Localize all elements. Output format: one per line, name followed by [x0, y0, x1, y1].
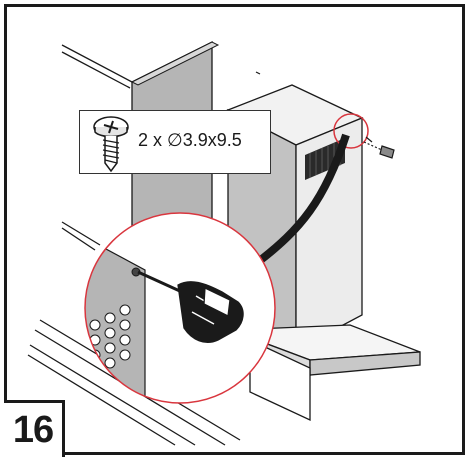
screw-hole-marker — [255, 71, 261, 75]
step-number: 16 — [12, 408, 54, 451]
screwdriver-icon — [137, 270, 244, 343]
detail-connector — [255, 133, 350, 266]
screw-small — [363, 136, 395, 159]
highlight-circle — [333, 113, 369, 149]
screw-spec-text: 2 x ∅3.9x9.5 — [138, 130, 242, 150]
screw-spec-callout: 2 x ∅3.9x9.5 — [79, 110, 271, 174]
hood-base — [229, 324, 421, 422]
screw-icon — [93, 116, 129, 173]
step-number-box: 16 — [4, 400, 65, 457]
detail-magnifier — [84, 212, 276, 404]
